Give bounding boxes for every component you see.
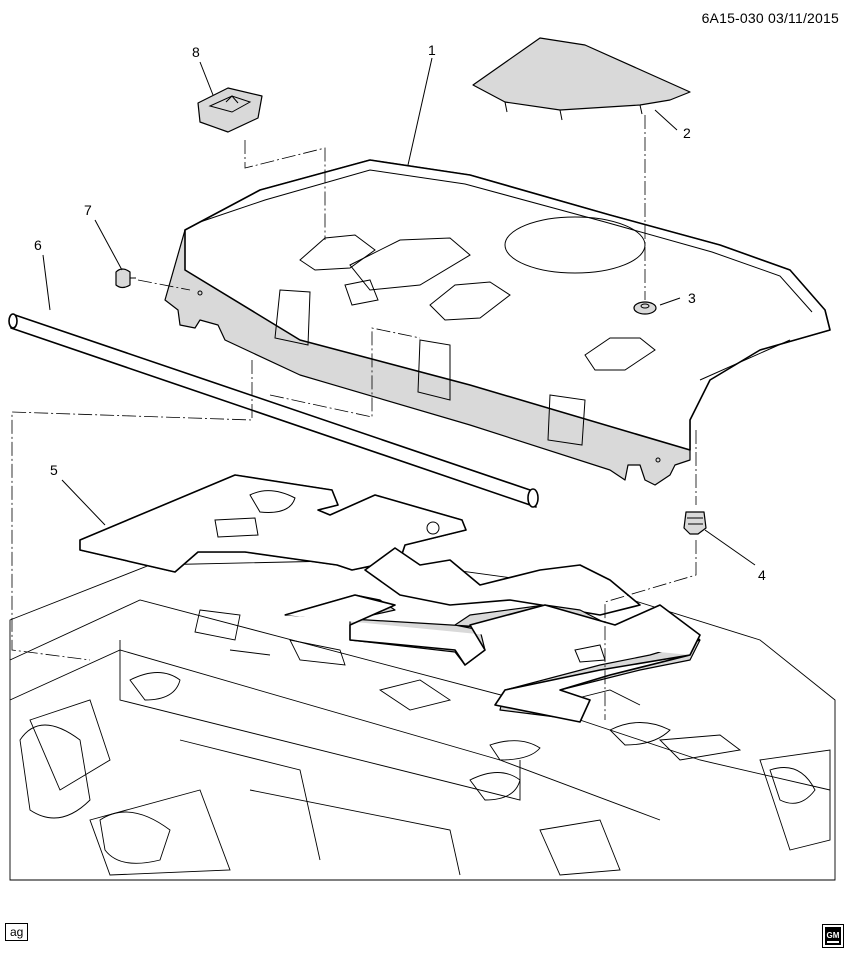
part-3-clip bbox=[633, 301, 657, 315]
callout-8: 8 bbox=[192, 44, 200, 60]
callout-6: 6 bbox=[34, 237, 42, 253]
callout-5: 5 bbox=[50, 462, 58, 478]
part-2-speaker-grille bbox=[472, 37, 691, 121]
callout-2: 2 bbox=[683, 125, 691, 141]
part-4-retainer bbox=[683, 511, 707, 535]
callout-leaders bbox=[42, 57, 756, 566]
part-7-pushpin bbox=[115, 268, 136, 289]
ag-badge: ag bbox=[5, 923, 29, 941]
gm-logo: GM bbox=[822, 924, 844, 948]
gm-logo-text: GM bbox=[827, 931, 840, 940]
callout-7: 7 bbox=[84, 202, 92, 218]
callout-3: 3 bbox=[688, 290, 696, 306]
vehicle-body-structure bbox=[9, 559, 836, 881]
callout-4: 4 bbox=[758, 567, 766, 583]
part-5-insulator bbox=[79, 474, 701, 723]
diagram-reference: 6A15-030 03/11/2015 bbox=[701, 10, 839, 26]
part-1-rear-shelf-panel bbox=[164, 159, 831, 486]
callout-1: 1 bbox=[428, 42, 436, 58]
part-8-switch bbox=[197, 87, 263, 133]
assembly-lines bbox=[11, 115, 697, 720]
part-6-rod bbox=[8, 313, 539, 508]
